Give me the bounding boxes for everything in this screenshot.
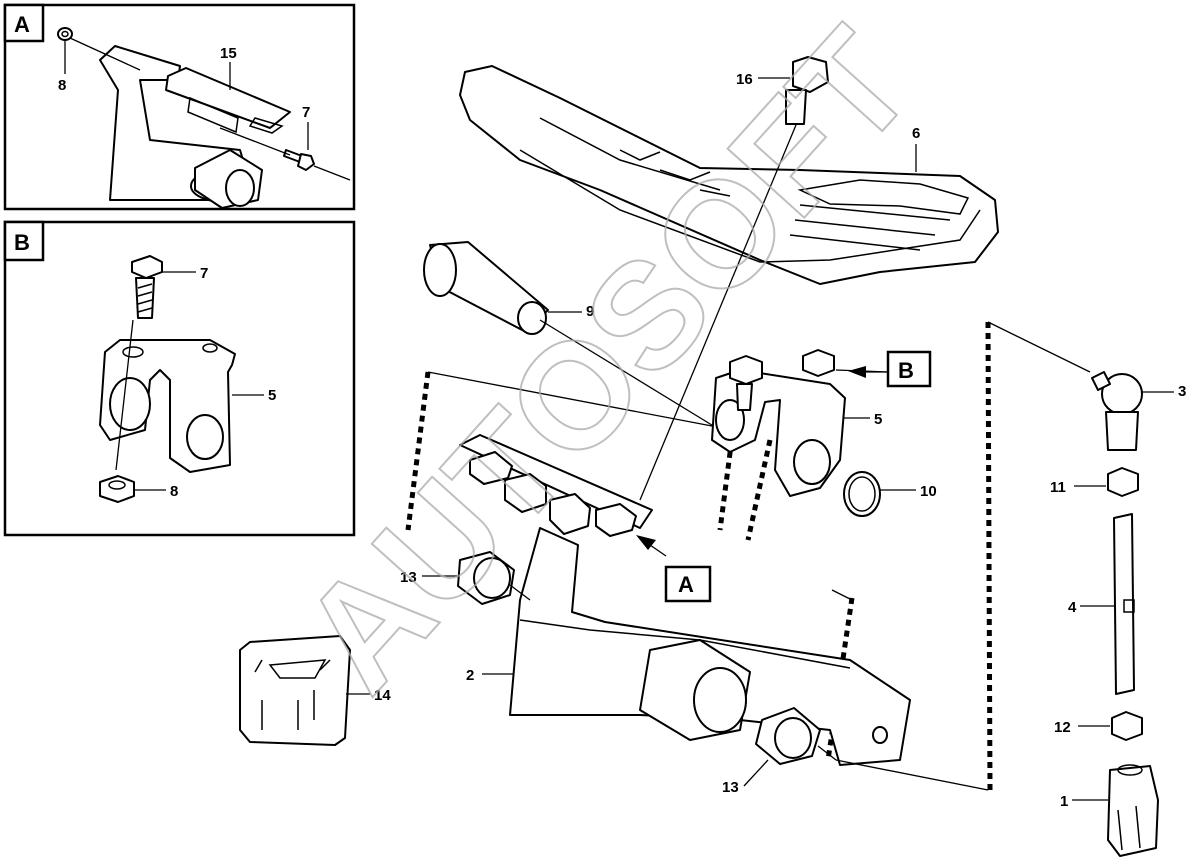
callout-4: 4 xyxy=(1068,599,1077,616)
bracket-5-bolt-right xyxy=(802,349,835,377)
callouts: 16 6 9 3 5 10 11 4 12 1 13 13 2 14 xyxy=(346,71,1186,810)
callout-3: 3 xyxy=(1178,383,1186,400)
nut-12 xyxy=(1111,711,1143,741)
callout-9: 9 xyxy=(586,303,594,320)
view-marker-b-box xyxy=(886,350,932,388)
callout-16: 16 xyxy=(736,71,753,88)
nut-11 xyxy=(1107,467,1139,497)
clip-10 xyxy=(843,471,881,517)
callout-15-view-a: 15 xyxy=(220,45,237,62)
callout-12: 12 xyxy=(1054,719,1071,736)
main-assembly xyxy=(239,56,1159,857)
callout-1: 1 xyxy=(1060,793,1068,810)
bracket-5-bolt-left xyxy=(729,355,763,385)
view-marker-a-letter: A xyxy=(678,572,694,597)
callout-11: 11 xyxy=(1050,479,1066,496)
bolt-16 xyxy=(792,56,829,93)
detail-a-letter: A xyxy=(14,12,30,37)
callout-7-view-a: 7 xyxy=(302,104,310,121)
detail-view-a: A 8 15 7 xyxy=(3,3,356,211)
callout-7-view-b: 7 xyxy=(200,265,208,282)
callout-8-view-a: 8 xyxy=(58,77,66,94)
clevis-1 xyxy=(1107,765,1159,857)
watermark: AUTOSOFT xyxy=(269,0,944,721)
callout-5-main: 5 xyxy=(874,411,882,428)
detail-a-washer-icon xyxy=(57,27,73,41)
callout-8-view-b: 8 xyxy=(170,483,178,500)
callout-13-lower: 13 xyxy=(722,779,739,796)
detail-view-b: B 7 5 8 xyxy=(3,220,356,537)
pedal-pad xyxy=(459,65,999,285)
detail-b-label-box xyxy=(3,220,45,262)
view-marker-a: A xyxy=(636,535,712,603)
detail-b-letter: B xyxy=(14,230,30,255)
view-marker-a-box xyxy=(664,565,712,603)
detail-a-label-box xyxy=(3,3,45,43)
callout-6: 6 xyxy=(912,125,920,142)
callout-13-upper: 13 xyxy=(400,569,417,586)
callout-5-view-b: 5 xyxy=(268,387,276,404)
callout-14: 14 xyxy=(374,687,391,704)
detail-a-pad xyxy=(165,67,291,129)
view-marker-b-letter: B xyxy=(898,358,914,383)
callout-10: 10 xyxy=(920,483,937,500)
view-marker-b: B xyxy=(848,350,932,388)
callout-2: 2 xyxy=(466,667,474,684)
